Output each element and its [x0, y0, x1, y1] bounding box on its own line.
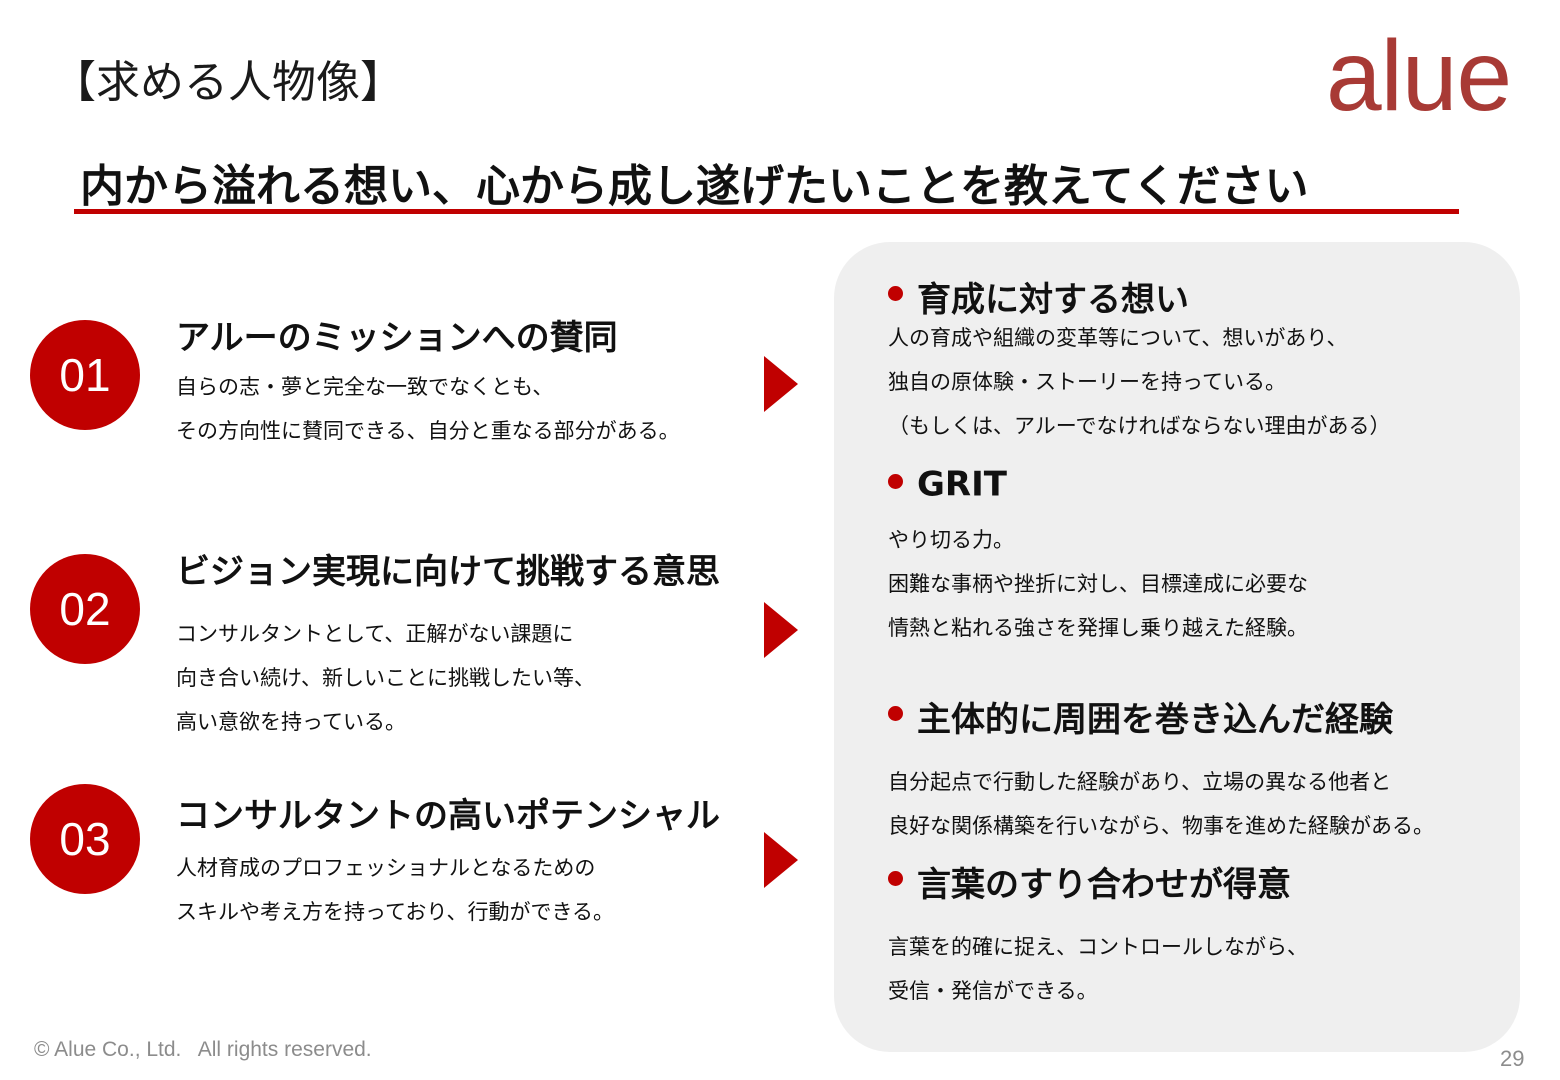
quality-description-line: 自分起点で行動した経験があり、立場の異なる他者と [888, 770, 1392, 794]
quality-title: GRIT [888, 463, 1007, 505]
item-number-badge: 02 [30, 554, 140, 664]
right-arrow-icon [764, 356, 798, 412]
item-description: コンサルタントとして、正解がない課題に 向き合い続け、新しいことに挑戦したい等、… [176, 612, 595, 744]
item-description-line: その方向性に賛同できる、自分と重なる部分がある。 [176, 419, 680, 443]
quality-description-line: 人の育成や組織の変革等について、想いがあり、 [888, 326, 1348, 350]
bullet-icon [888, 474, 903, 489]
quality-description-line: （もしくは、アルーでなければならない理由がある） [888, 414, 1391, 438]
quality-title: 主体的に周囲を巻き込んだ経験 [888, 692, 1393, 741]
bullet-icon [888, 706, 903, 721]
quality-description: 人の育成や組織の変革等について、想いがあり、 独自の原体験・ストーリーを持ってい… [888, 316, 1391, 448]
quality-description-line: 受信・発信ができる。 [888, 979, 1098, 1003]
item-description-line: コンサルタントとして、正解がない課題に [176, 622, 574, 646]
item-description: 自らの志・夢と完全な一致でなくとも、 その方向性に賛同できる、自分と重なる部分が… [176, 365, 680, 453]
copyright-notice: © Alue Co., Ltd. All rights reserved. [34, 1038, 372, 1061]
item-title: ビジョン実現に向けて挑戦する意思 [176, 552, 720, 592]
item-number-badge: 03 [30, 784, 140, 894]
quality-description-line: 良好な関係構築を行いながら、物事を進めた経験がある。 [888, 814, 1434, 838]
quality-description-line: やり切る力。 [888, 528, 1014, 552]
quality-description-line: 言葉を的確に捉え、コントロールしながら、 [888, 935, 1308, 959]
item-description: 人材育成のプロフェッショナルとなるための スキルや考え方を持っており、行動ができ… [176, 846, 614, 934]
item-title: コンサルタントの高いポテンシャル [176, 796, 720, 836]
quality-description: 言葉を的確に捉え、コントロールしながら、 受信・発信ができる。 [888, 925, 1308, 1013]
right-arrow-icon [764, 602, 798, 658]
bullet-icon [888, 871, 903, 886]
quality-description: やり切る力。 困難な事柄や挫折に対し、目標達成に必要な 情熱と粘れる強さを発揮し… [888, 518, 1308, 650]
quality-description-line: 情熱と粘れる強さを発揮し乗り越えた経験。 [888, 616, 1308, 640]
item-description-line: スキルや考え方を持っており、行動ができる。 [176, 900, 615, 924]
item-title: アルーのミッションへの賛同 [176, 318, 618, 358]
right-arrow-icon [764, 832, 798, 888]
headline-underline [74, 209, 1459, 214]
quality-description-line: 困難な事柄や挫折に対し、目標達成に必要な [888, 572, 1308, 596]
quality-title: 育成に対する想い [888, 272, 1189, 321]
company-logo: alue [1326, 20, 1512, 132]
quality-description-line: 独自の原体験・ストーリーを持っている。 [888, 370, 1286, 394]
item-description-line: 高い意欲を持っている。 [176, 710, 406, 734]
item-description-line: 向き合い続け、新しいことに挑戦したい等、 [176, 666, 595, 690]
qualities-panel [834, 242, 1520, 1052]
quality-description: 自分起点で行動した経験があり、立場の異なる他者と 良好な関係構築を行いながら、物… [888, 760, 1434, 848]
item-number-badge: 01 [30, 320, 140, 430]
page-headline: 内から溢れる想い、心から成し遂げたいことを教えてください [80, 161, 1309, 212]
quality-title: 言葉のすり合わせが得意 [888, 857, 1291, 906]
section-title: 【求める人物像】 [52, 57, 404, 108]
item-description-line: 自らの志・夢と完全な一致でなくとも、 [176, 375, 554, 399]
bullet-icon [888, 286, 903, 301]
page-number: 29 [1500, 1046, 1525, 1071]
item-description-line: 人材育成のプロフェッショナルとなるための [176, 856, 596, 880]
